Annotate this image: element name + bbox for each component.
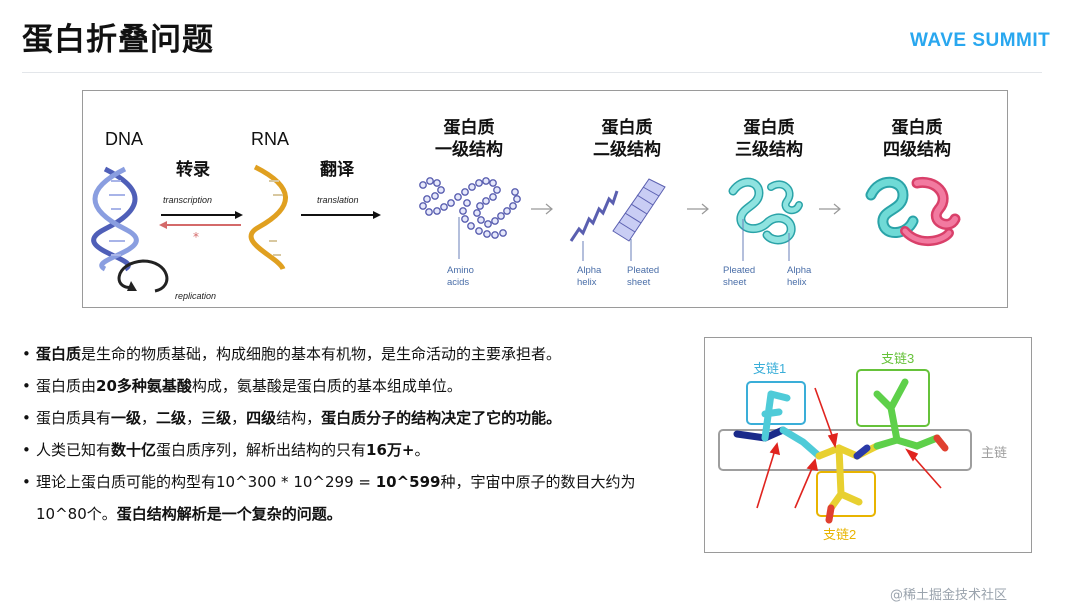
side-chain-2-label: 支链2 — [823, 527, 857, 542]
alpha-helix-icon — [569, 190, 619, 242]
bullet-item: 蛋白质是生命的物质基础，构成细胞的基本有机物，是生命活动的主要承担者。 — [22, 338, 682, 370]
bullet-bold-text: 一级 — [111, 409, 142, 427]
central-dogma-figure: * — [82, 90, 1008, 308]
main-chain-label: 主链 — [981, 445, 1008, 460]
header-divider — [22, 72, 1042, 73]
bullet-bold-text: 二级 — [156, 409, 187, 427]
figure-graphics: * — [91, 164, 961, 293]
side-chain-1-box — [746, 381, 806, 425]
bullet-bold-text: 20多种氨基酸 — [96, 377, 192, 395]
bullet-plain-text: 理论上蛋白质可能的构型有10^300 * 10^299 = — [36, 473, 376, 491]
bullet-bold-text: 三级 — [201, 409, 232, 427]
translation-cn-label: 翻译 — [320, 160, 354, 180]
bullet-item: 蛋白质具有一级，二级，三级，四级结构，蛋白质分子的结构决定了它的功能。 — [22, 402, 682, 434]
bullet-text: 理论上蛋白质可能的构型有10^300 * 10^299 = 10^599种，宇宙… — [36, 466, 682, 530]
dna-helix-icon — [91, 166, 139, 272]
bullet-item: 理论上蛋白质可能的构型有10^300 * 10^299 = 10^599种，宇宙… — [22, 466, 682, 530]
bullet-item: 人类已知有数十亿蛋白质序列，解析出结构的只有16万+。 — [22, 434, 682, 466]
translation-en-label: translation — [317, 195, 359, 205]
replication-label: replication — [175, 291, 217, 301]
brand-logo: WAVE SUMMIT — [910, 30, 1051, 51]
quaternary-structure-icon — [865, 176, 961, 246]
bullet-bold-text: 蛋白结构解析是一个复杂的问题。 — [116, 505, 342, 523]
bullet-plain-text: ， — [231, 409, 247, 427]
pleated-sheet-icon — [612, 178, 666, 242]
bullet-plain-text: 蛋白质由 — [36, 377, 97, 395]
bullet-text: 蛋白质是生命的物质基础，构成细胞的基本有机物，是生命活动的主要承担者。 — [36, 338, 682, 370]
bullet-bold-text: 10^599 — [375, 473, 441, 491]
watermark: @稀土掘金技术社区 — [890, 588, 1008, 603]
bullet-plain-text: 。 — [414, 441, 430, 459]
bullet-plain-text: 种，宇宙中原子的数目大约为10^80个。 — [36, 473, 636, 523]
bullet-text: 人类已知有数十亿蛋白质序列，解析出结构的只有16万+。 — [36, 434, 682, 466]
rna-label: RNA — [251, 129, 290, 149]
bullet-text: 蛋白质由20多种氨基酸构成，氨基酸是蛋白质的基本组成单位。 — [36, 370, 682, 402]
bullet-plain-text: 结构， — [276, 409, 322, 427]
bullet-bold-text: 四级 — [246, 409, 277, 427]
bullet-plain-text: ， — [141, 409, 157, 427]
primary-structure-beads — [419, 177, 521, 239]
svg-text:*: * — [193, 230, 199, 244]
transcription-cn-label: 转录 — [176, 160, 210, 180]
primary-structure-title: 蛋白质 一级结构 — [435, 118, 503, 160]
bullet-bold-text: 16万+ — [366, 441, 415, 459]
bullet-bold-text: 蛋白质分子的结构决定了它的功能。 — [321, 409, 562, 427]
tertiary-structure-title: 蛋白质 三级结构 — [735, 118, 803, 160]
bullet-plain-text: 蛋白质序列，解析出结构的只有 — [156, 441, 367, 459]
bullet-plain-text: ， — [186, 409, 202, 427]
tertiary-structure-icon — [728, 177, 803, 245]
rna-helix-icon — [248, 164, 288, 271]
bullet-plain-text: 构成，氨基酸是蛋白质的基本组成单位。 — [191, 377, 462, 395]
bullet-list: 蛋白质是生命的物质基础，构成细胞的基本有机物，是生命活动的主要承担者。蛋白质由2… — [22, 338, 682, 530]
side-chain-3-label: 支链3 — [881, 351, 915, 366]
main-chain-box — [718, 429, 972, 471]
page-title: 蛋白折叠问题 — [22, 22, 214, 58]
bullet-item: 蛋白质由20多种氨基酸构成，氨基酸是蛋白质的基本组成单位。 — [22, 370, 682, 402]
bullet-bold-text: 蛋白质 — [36, 345, 82, 363]
molecule-graphics — [718, 369, 972, 524]
replication-arrow-icon — [117, 259, 169, 293]
bullet-bold-text: 数十亿 — [111, 441, 157, 459]
bullet-plain-text: 蛋白质具有 — [36, 409, 112, 427]
transcription-en-label: transcription — [163, 195, 213, 205]
molecule-figure: 支链1 支链3 支链2 主链 — [704, 337, 1032, 553]
side-chain-3-box — [816, 471, 876, 517]
quaternary-structure-title: 蛋白质 四级结构 — [883, 118, 951, 160]
bullet-text: 蛋白质具有一级，二级，三级，四级结构，蛋白质分子的结构决定了它的功能。 — [36, 402, 682, 434]
secondary-structure-title: 蛋白质 二级结构 — [593, 118, 661, 160]
dna-label: DNA — [105, 129, 144, 149]
bullet-plain-text: 人类已知有 — [36, 441, 112, 459]
bullet-plain-text: 是生命的物质基础，构成细胞的基本有机物，是生命活动的主要承担者。 — [81, 345, 562, 363]
side-chain-1-label: 支链1 — [753, 361, 787, 376]
